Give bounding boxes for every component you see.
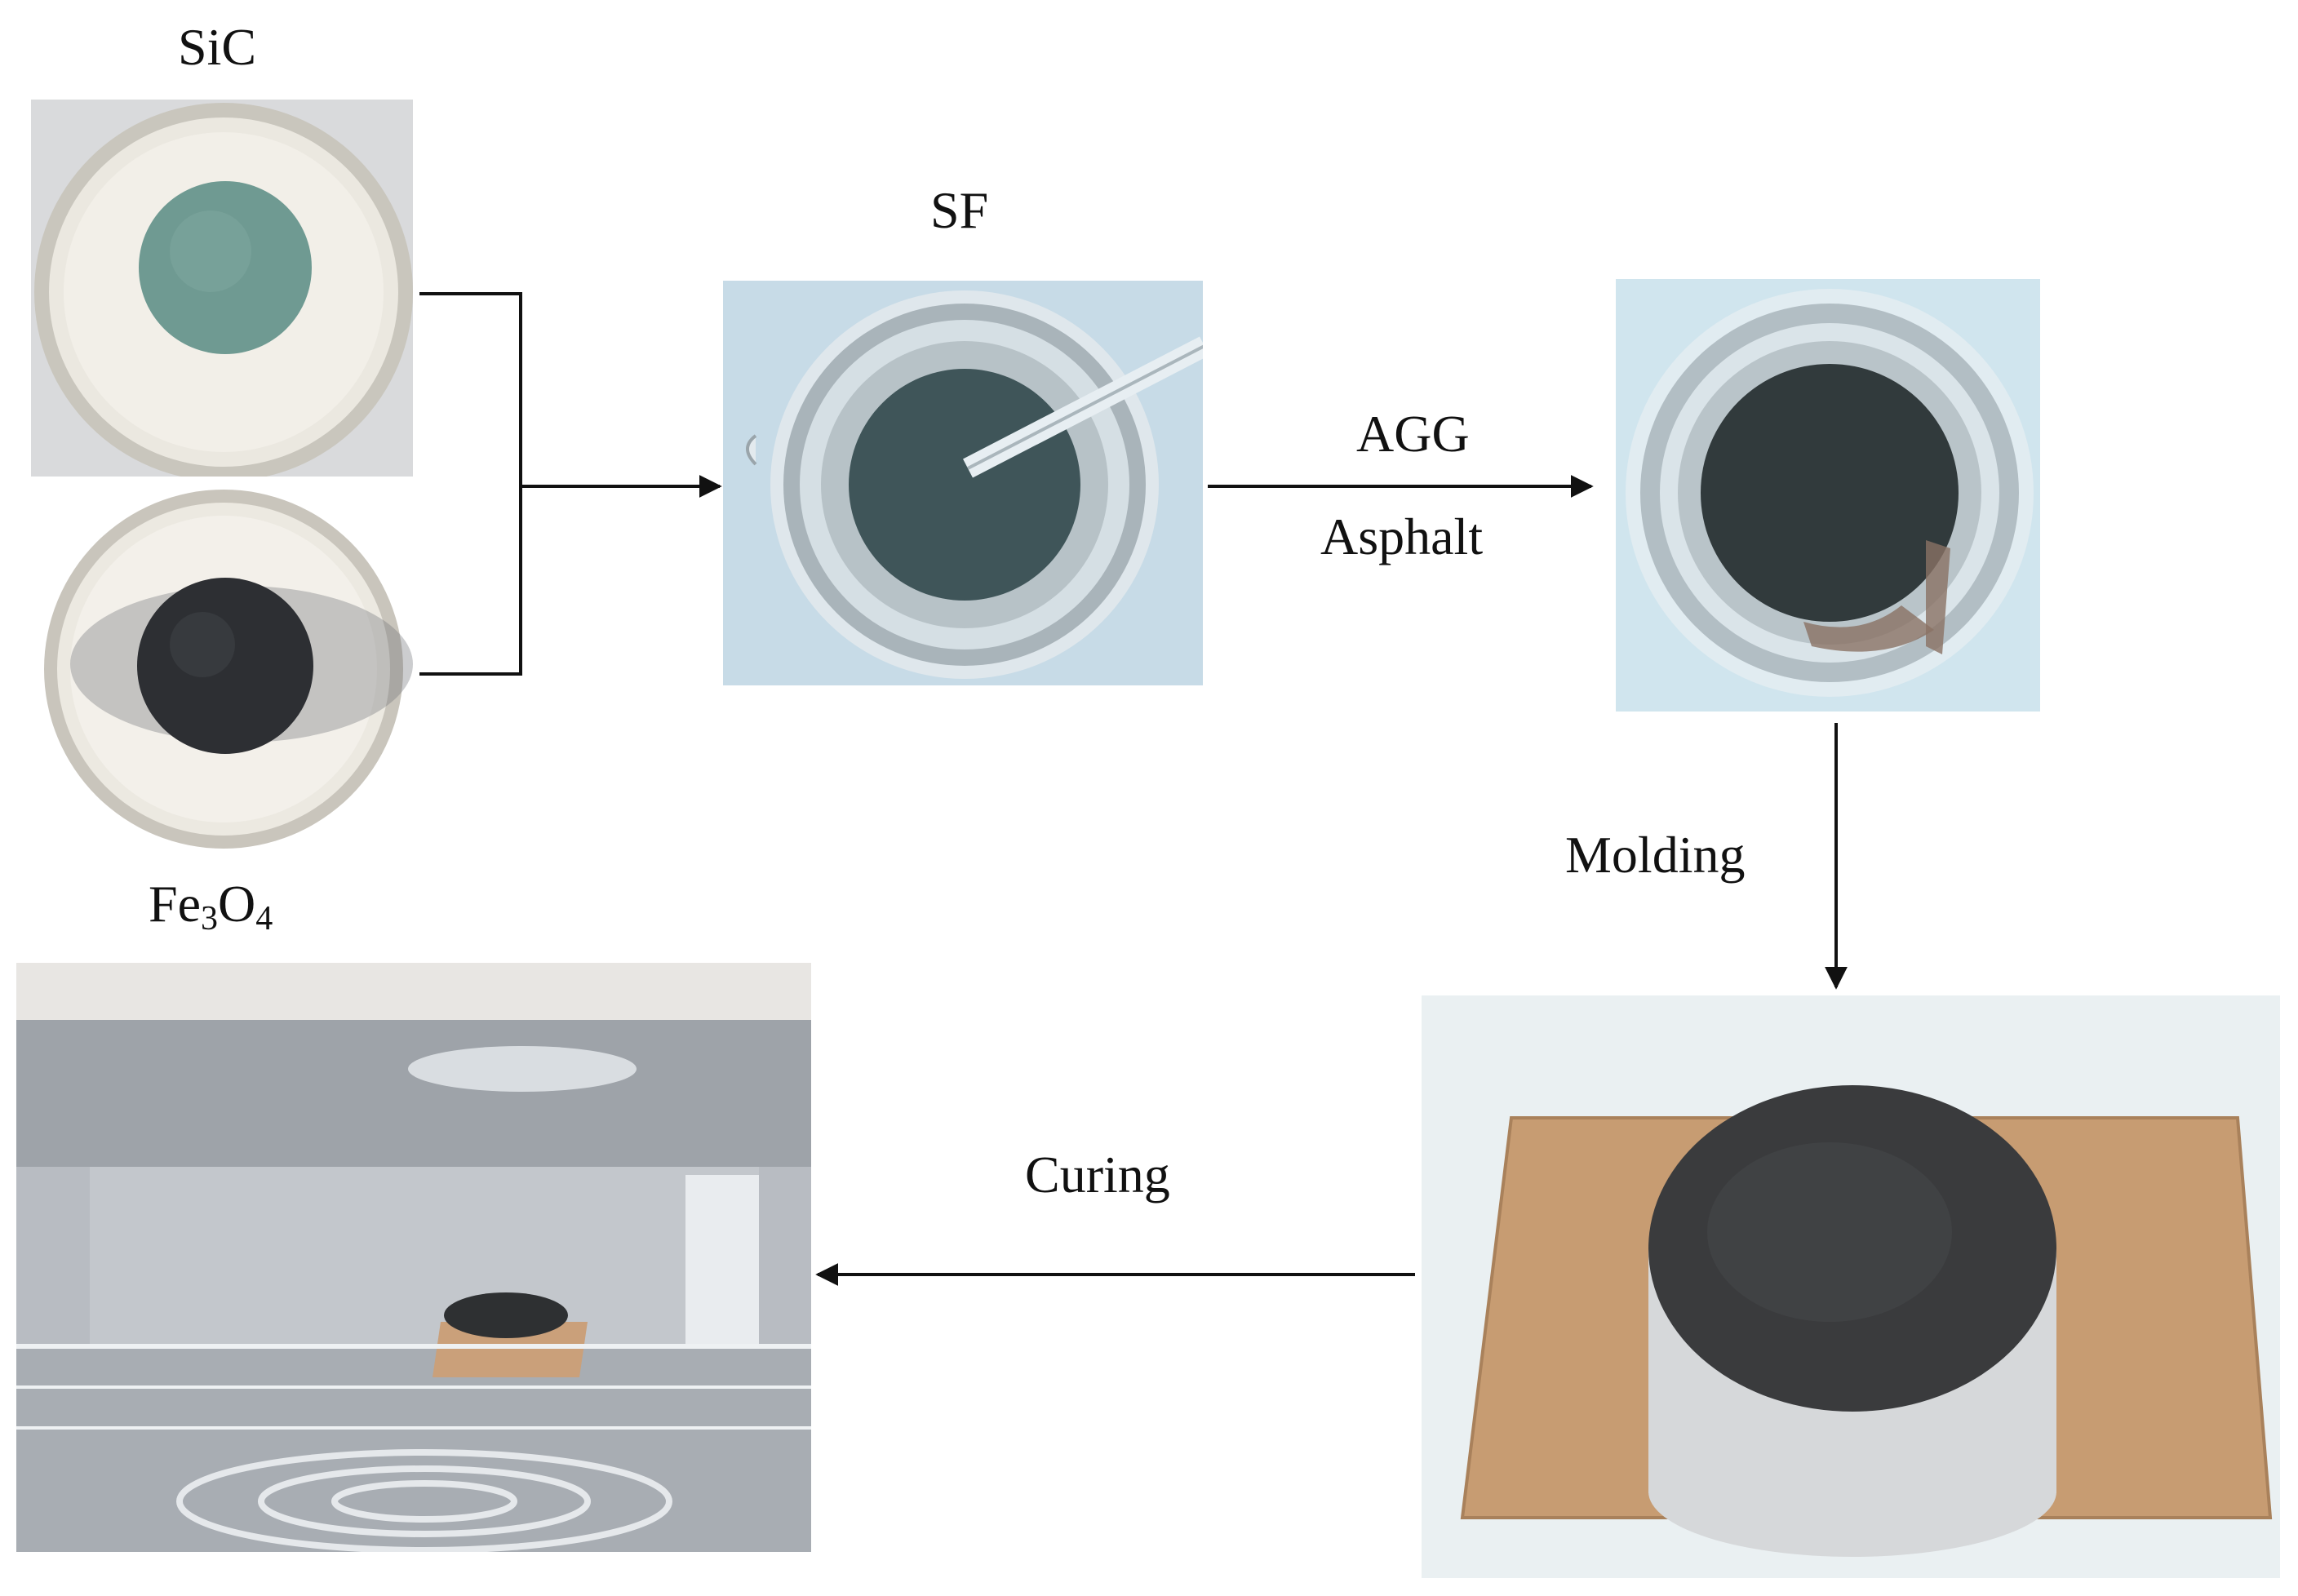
curing-label: Curing	[1025, 1146, 1170, 1204]
specimen-photo	[1422, 995, 2280, 1578]
mixture	[1701, 364, 1959, 622]
sic-label: SiC	[178, 18, 257, 76]
fe3o4-photo	[31, 485, 413, 850]
fe3o4-base: Fe	[149, 875, 201, 933]
sf-powder	[849, 369, 1080, 601]
agg-label: AGG	[1356, 405, 1470, 463]
merge-bracket	[419, 292, 522, 676]
molding-label: Molding	[1565, 826, 1746, 884]
fe3o4-sub-4: 4	[255, 900, 273, 938]
sf-label: SF	[930, 181, 989, 239]
fe3o4-label: Fe3O4	[149, 875, 273, 938]
asphalt-label: Asphalt	[1320, 508, 1484, 565]
specimen	[1648, 1085, 2056, 1412]
fe3o4-mid: O	[218, 875, 256, 933]
sf-photo	[723, 281, 1203, 685]
mixture-photo	[1616, 279, 2040, 712]
sic-photo	[31, 100, 413, 477]
oven-photo	[16, 963, 811, 1552]
fe3o4-sub-3: 3	[201, 900, 218, 938]
